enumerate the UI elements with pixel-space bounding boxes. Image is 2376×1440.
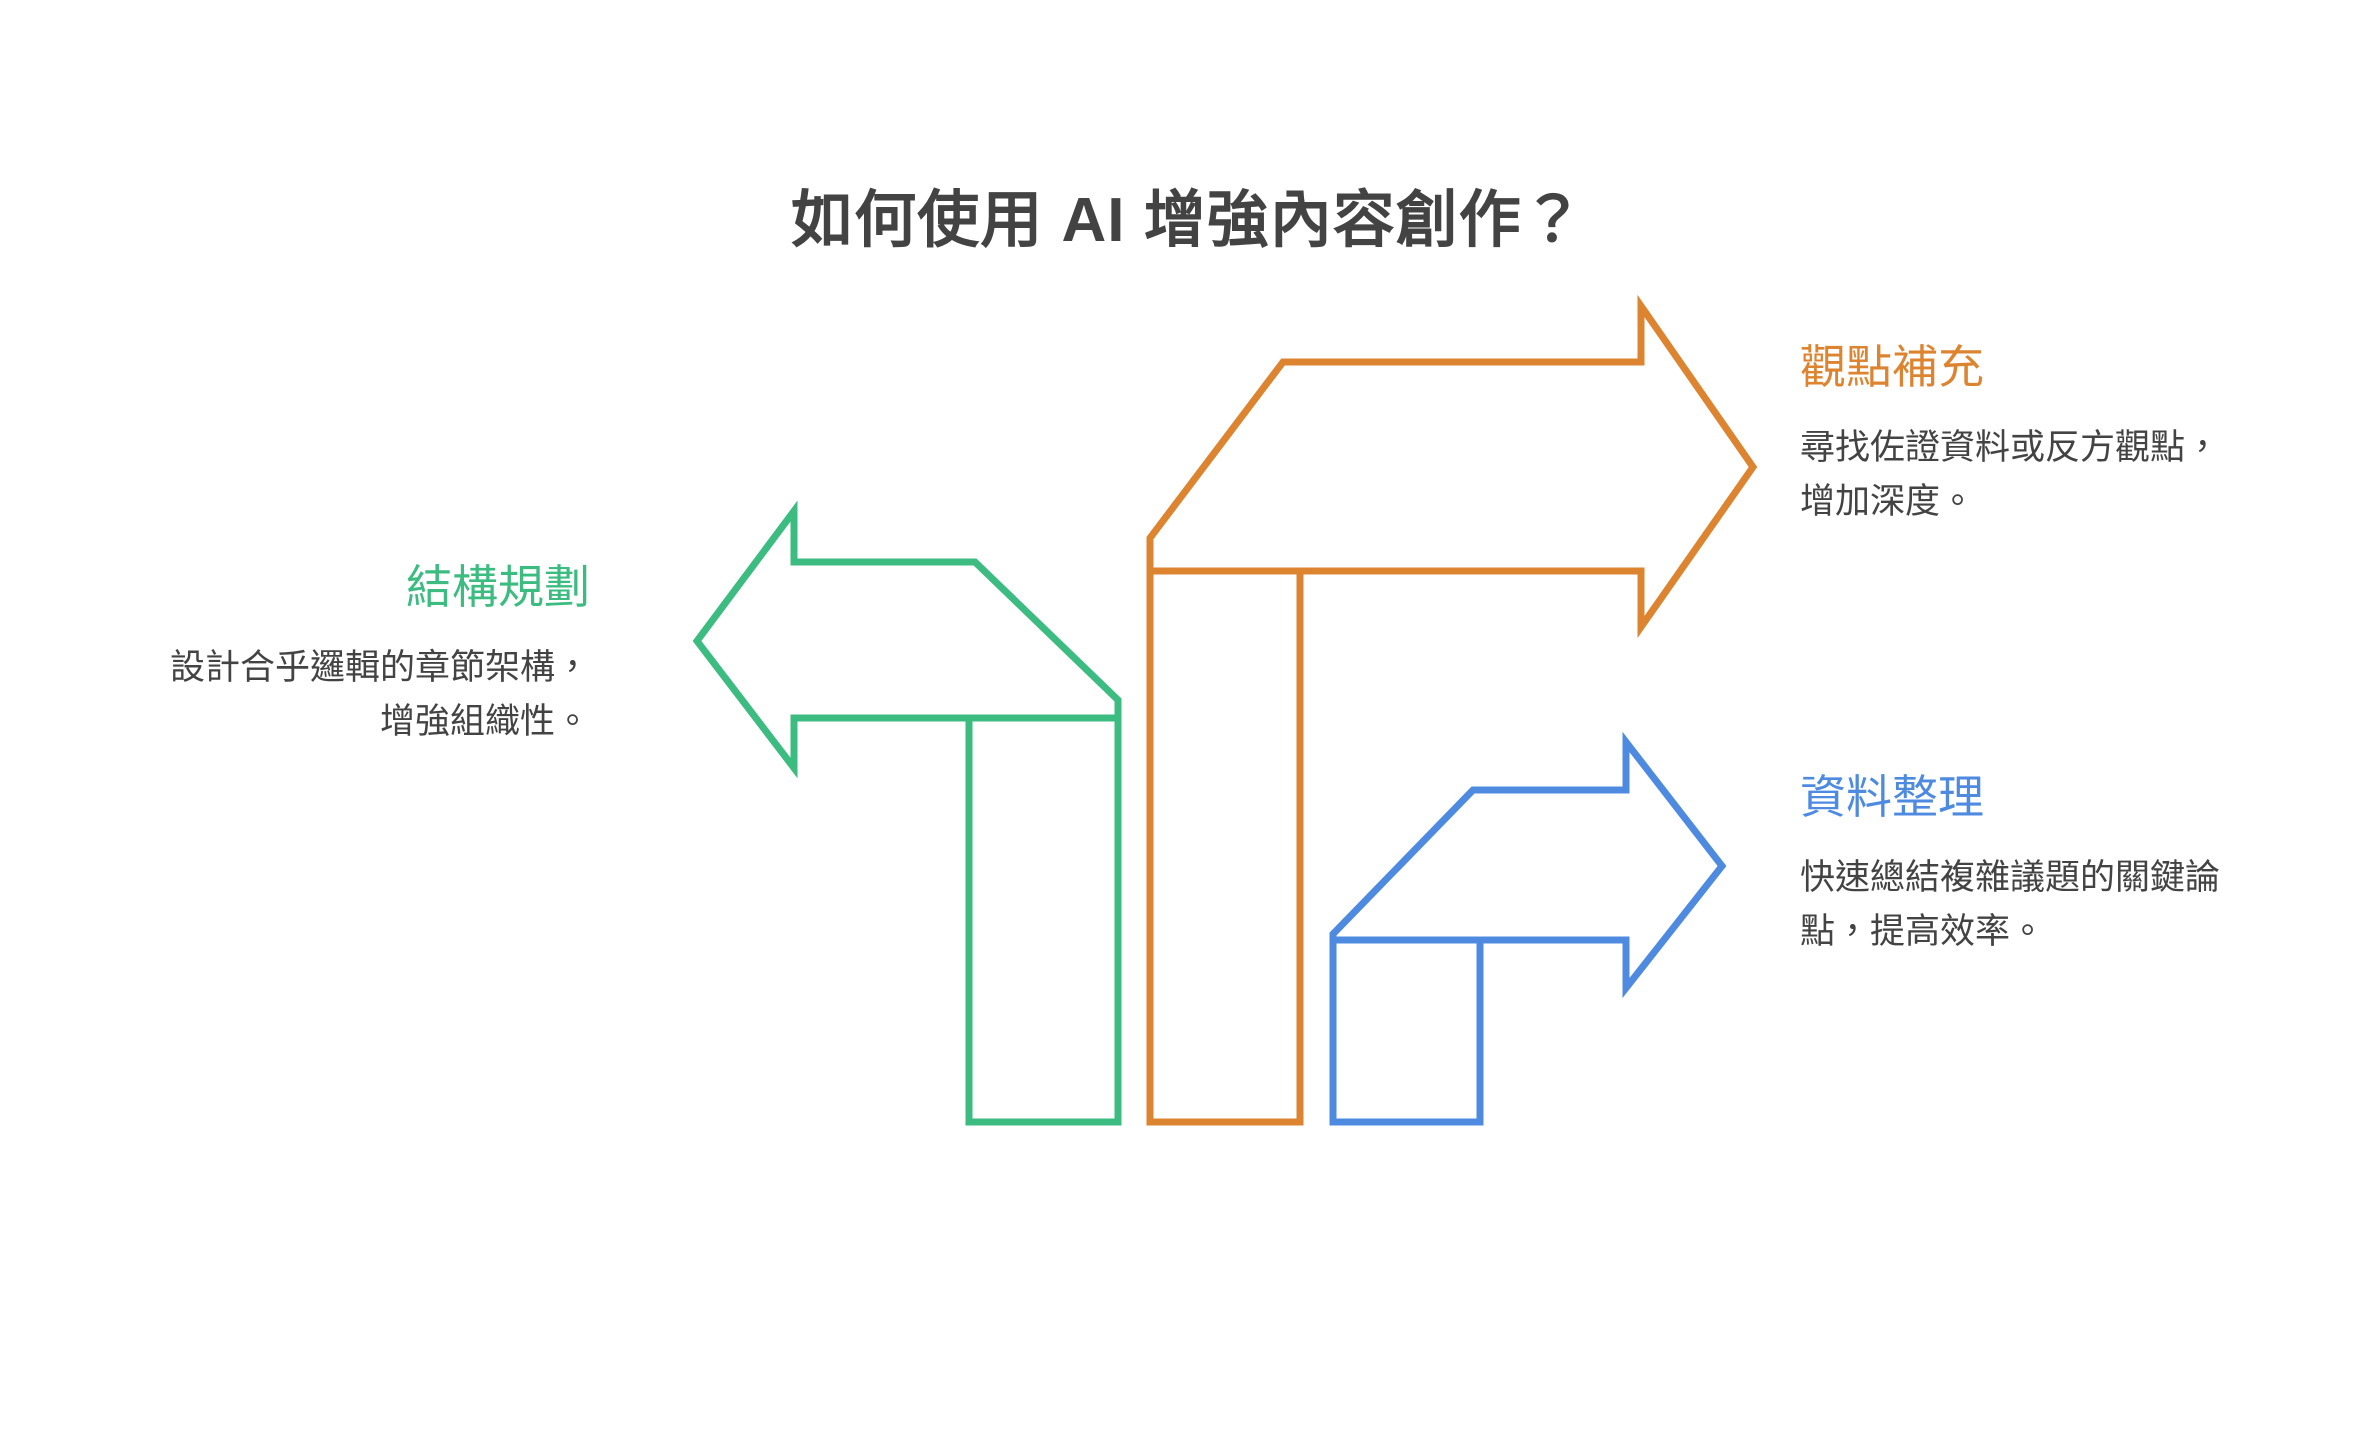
callout-data-heading: 資料整理 xyxy=(1800,771,1984,823)
callout-viewpoint-heading: 觀點補充 xyxy=(1800,341,1984,393)
callout-viewpoint: 觀點補充 尋找佐證資料或反方觀點，增加深度。 xyxy=(1800,340,2240,530)
orange-arrow-path xyxy=(1146,294,1758,1126)
callout-data-body: 快速總結複雜議題的關鍵論點，提高效率。 xyxy=(1800,858,2221,952)
callout-structure: 結構規劃 設計合乎邏輯的章節架構，增強組織性。 xyxy=(140,560,590,750)
callout-structure-heading: 結構規劃 xyxy=(406,561,590,613)
page-title: 如何使用 AI 增強內容創作？ xyxy=(791,185,1585,255)
orange-bent-arrow xyxy=(1146,294,1758,1126)
callout-data: 資料整理 快速總結複雜議題的關鍵論點，提高效率。 xyxy=(1800,770,2240,960)
green-bent-arrow xyxy=(692,500,1122,1126)
callout-viewpoint-body: 尋找佐證資料或反方觀點，增加深度。 xyxy=(1800,428,2221,522)
callout-structure-body: 設計合乎邏輯的章節架構，增強組織性。 xyxy=(169,648,590,742)
blue-arrow-path xyxy=(1329,731,1727,1126)
green-arrow-path xyxy=(692,500,1122,1126)
blue-bent-arrow xyxy=(1329,731,1727,1126)
